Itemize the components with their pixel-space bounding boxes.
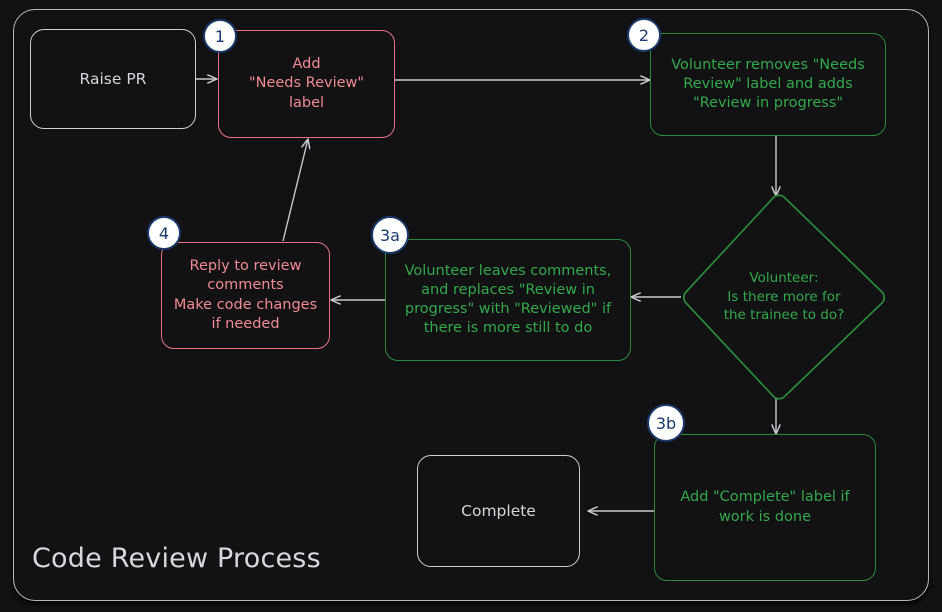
- node-complete[interactable]: Complete: [417, 455, 580, 567]
- node-volunteer-removes-label[interactable]: Volunteer removes "Needs Review" label a…: [650, 33, 886, 136]
- node-raise-pr-label: Raise PR: [79, 69, 147, 88]
- diagram-title: Code Review Process: [32, 543, 321, 574]
- node-volunteer-leaves-comments-text: Volunteer leaves comments, and replaces …: [404, 262, 612, 337]
- step-badge-3a[interactable]: 3a: [371, 216, 409, 254]
- node-raise-pr[interactable]: Raise PR: [30, 29, 196, 129]
- step-badge-2[interactable]: 2: [627, 18, 661, 52]
- node-add-complete-label[interactable]: Add "Complete" label if work is done: [654, 434, 876, 581]
- node-volunteer-leaves-comments[interactable]: Volunteer leaves comments, and replaces …: [385, 239, 631, 361]
- node-decision-label: Volunteer: Is there more for the trainee…: [723, 270, 845, 324]
- step-badge-3b[interactable]: 3b: [647, 404, 685, 442]
- node-add-needs-review-label[interactable]: Add "Needs Review" label: [218, 30, 395, 138]
- node-add-needs-review-text: Add "Needs Review" label: [248, 56, 365, 111]
- step-badge-3b-label: 3b: [655, 413, 677, 433]
- node-decision-more-work[interactable]: Volunteer: Is there more for the trainee…: [683, 196, 885, 398]
- node-add-complete-text: Add "Complete" label if work is done: [680, 489, 850, 525]
- step-badge-4[interactable]: 4: [147, 216, 181, 250]
- node-complete-label: Complete: [461, 501, 536, 520]
- node-reply-to-review-comments-text: Reply to review comments Make code chang…: [173, 258, 318, 332]
- node-reply-to-review-comments[interactable]: Reply to review comments Make code chang…: [161, 242, 330, 349]
- step-badge-1[interactable]: 1: [203, 19, 237, 53]
- step-badge-3a-label: 3a: [380, 225, 400, 245]
- step-badge-1-label: 1: [214, 26, 226, 46]
- node-volunteer-removes-text: Volunteer removes "Needs Review" label a…: [671, 56, 865, 112]
- step-badge-2-label: 2: [638, 25, 650, 45]
- step-badge-4-label: 4: [158, 223, 170, 243]
